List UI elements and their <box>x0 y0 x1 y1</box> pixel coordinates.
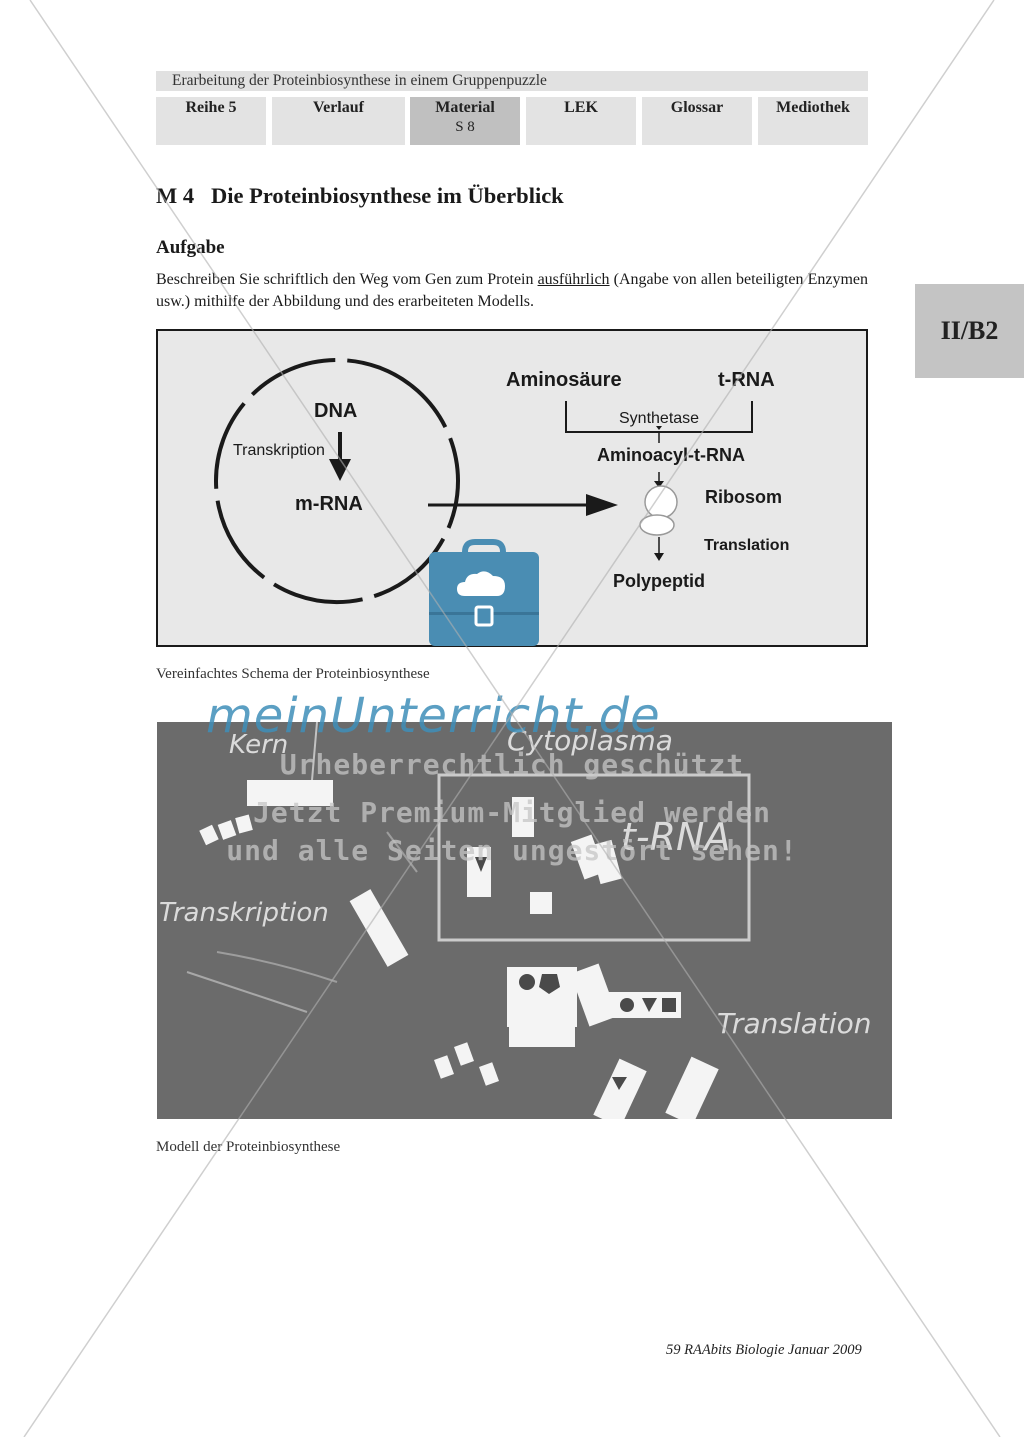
section-number: M 4 <box>156 183 195 208</box>
task-text-underlined: ausführlich <box>537 271 610 288</box>
photo-caption: Modell der Proteinbiosynthese <box>156 1139 341 1155</box>
chalkboard-photo: Kern Cytoplasma t-RNA Transkription Tran… <box>157 722 892 1119</box>
export-arrow-head <box>586 494 618 516</box>
section-heading: M 4 Die Proteinbiosynthese im Überblick <box>156 183 564 209</box>
document-title-bar: Erarbeitung der Proteinbiosynthese in ei… <box>156 71 868 91</box>
ribosome-small-subunit <box>639 514 675 536</box>
page-footer: 59 RAAbits Biologie Januar 2009 <box>666 1342 862 1358</box>
task-text-part: Beschreiben Sie schriftlich den Weg vom … <box>156 271 538 288</box>
tab-label: LEK <box>564 99 598 116</box>
translation-arrow-head <box>654 553 664 561</box>
briefcase-cloud-icon <box>429 539 539 646</box>
ribosome-large-subunit <box>644 485 678 519</box>
watermark-line-unlock: und alle Seiten ungestört sehen! <box>226 834 798 867</box>
label-trna: t-RNA <box>718 369 775 391</box>
watermark-line-premium: Jetzt Premium-Mitglied werden <box>253 796 771 829</box>
tab-verlauf[interactable]: Verlauf <box>272 97 405 145</box>
tab-label: Verlauf <box>313 99 364 116</box>
tab-lek[interactable]: LEK <box>526 97 636 145</box>
tab-label: Mediothek <box>776 99 850 116</box>
chalk-label-transkription: Transkription <box>159 898 329 928</box>
watermark-brand: meinUnterricht.de <box>206 688 661 744</box>
tab-reihe[interactable]: Reihe 5 <box>156 97 266 145</box>
task-heading: Aufgabe <box>156 237 225 258</box>
tab-material[interactable]: Material S 8 <box>410 97 520 145</box>
label-transcription: Transkription <box>233 442 325 459</box>
tab-mediothek[interactable]: Mediothek <box>758 97 868 145</box>
label-polypeptide: Polypeptid <box>613 571 706 591</box>
watermark-line-copyright: Urheberrechtlich geschützt <box>279 748 745 781</box>
label-amino-acid: Aminosäure <box>506 369 622 391</box>
tab-label: Glossar <box>670 99 724 116</box>
label-ribosome: Ribosom <box>705 487 783 507</box>
diagram-caption: Vereinfachtes Schema der Proteinbiosynth… <box>156 666 430 682</box>
label-mrna: m-RNA <box>295 493 363 515</box>
label-synthetase: Synthetase <box>619 410 700 427</box>
transcription-arrow-head <box>329 459 351 481</box>
task-text: Beschreiben Sie schriftlich den Weg vom … <box>156 269 868 313</box>
section-title: Die Proteinbiosynthese im Überblick <box>211 183 564 208</box>
label-aminoacyl-trna: Aminoacyl-t-RNA <box>597 445 746 465</box>
tab-label: Material <box>435 99 495 116</box>
chapter-side-tab: II/B2 <box>915 284 1024 378</box>
chalk-label-translation: Translation <box>717 1007 872 1040</box>
document-title: Erarbeitung der Proteinbiosynthese in ei… <box>172 72 547 89</box>
tab-glossar[interactable]: Glossar <box>642 97 752 145</box>
tab-sublabel: S 8 <box>455 119 475 135</box>
label-translation: Translation <box>704 537 790 554</box>
label-dna: DNA <box>314 400 358 422</box>
tab-label: Reihe 5 <box>185 99 237 116</box>
